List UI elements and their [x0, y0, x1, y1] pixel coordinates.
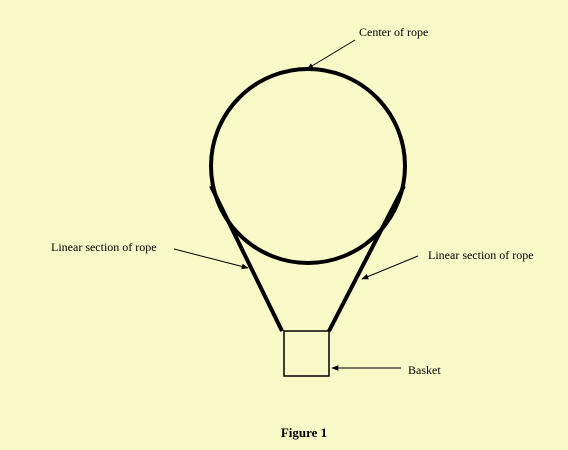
figure-caption: Figure 1 [281, 425, 327, 440]
rope-linear-left [209, 185, 284, 332]
rope-linear-right [327, 185, 406, 332]
rope-circle [209, 67, 407, 265]
center-arrow [306, 39, 356, 70]
linear-section-right-label: Linear section of rope [428, 248, 534, 262]
basket-label: Basket [408, 363, 441, 377]
linear-section-left-label: Linear section of rope [51, 240, 157, 254]
center-of-rope-label: Center of rope [359, 25, 428, 39]
linear-right-arrow [361, 255, 419, 280]
linear-left-arrow [173, 248, 249, 270]
basket-box [283, 330, 330, 377]
